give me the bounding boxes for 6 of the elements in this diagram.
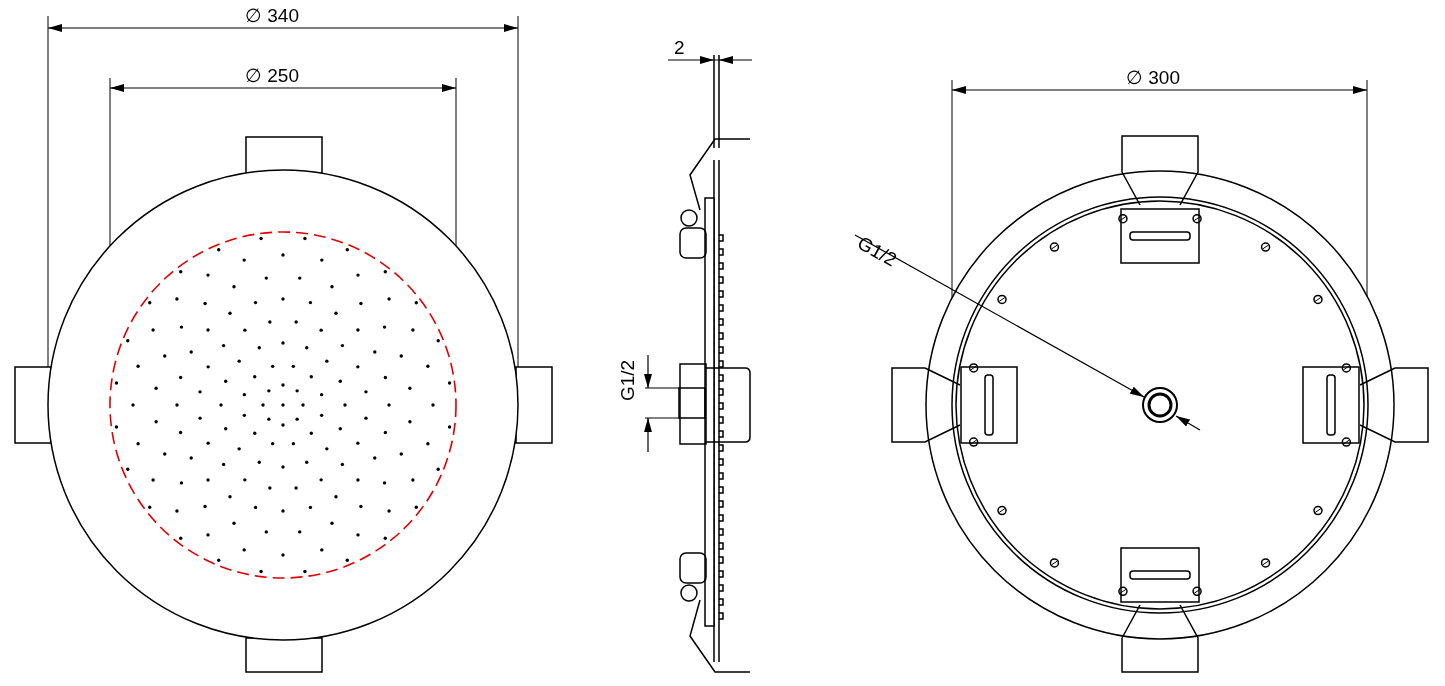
dimension-label: G1/2 [853,232,902,271]
dimension-label: 2 [672,38,687,57]
dimension-label: ∅ 300 [1124,68,1182,87]
dimension-label: ∅ 250 [243,66,301,85]
dimension-label: G1/2 [618,358,637,403]
dimension-label: ∅ 340 [243,6,301,25]
